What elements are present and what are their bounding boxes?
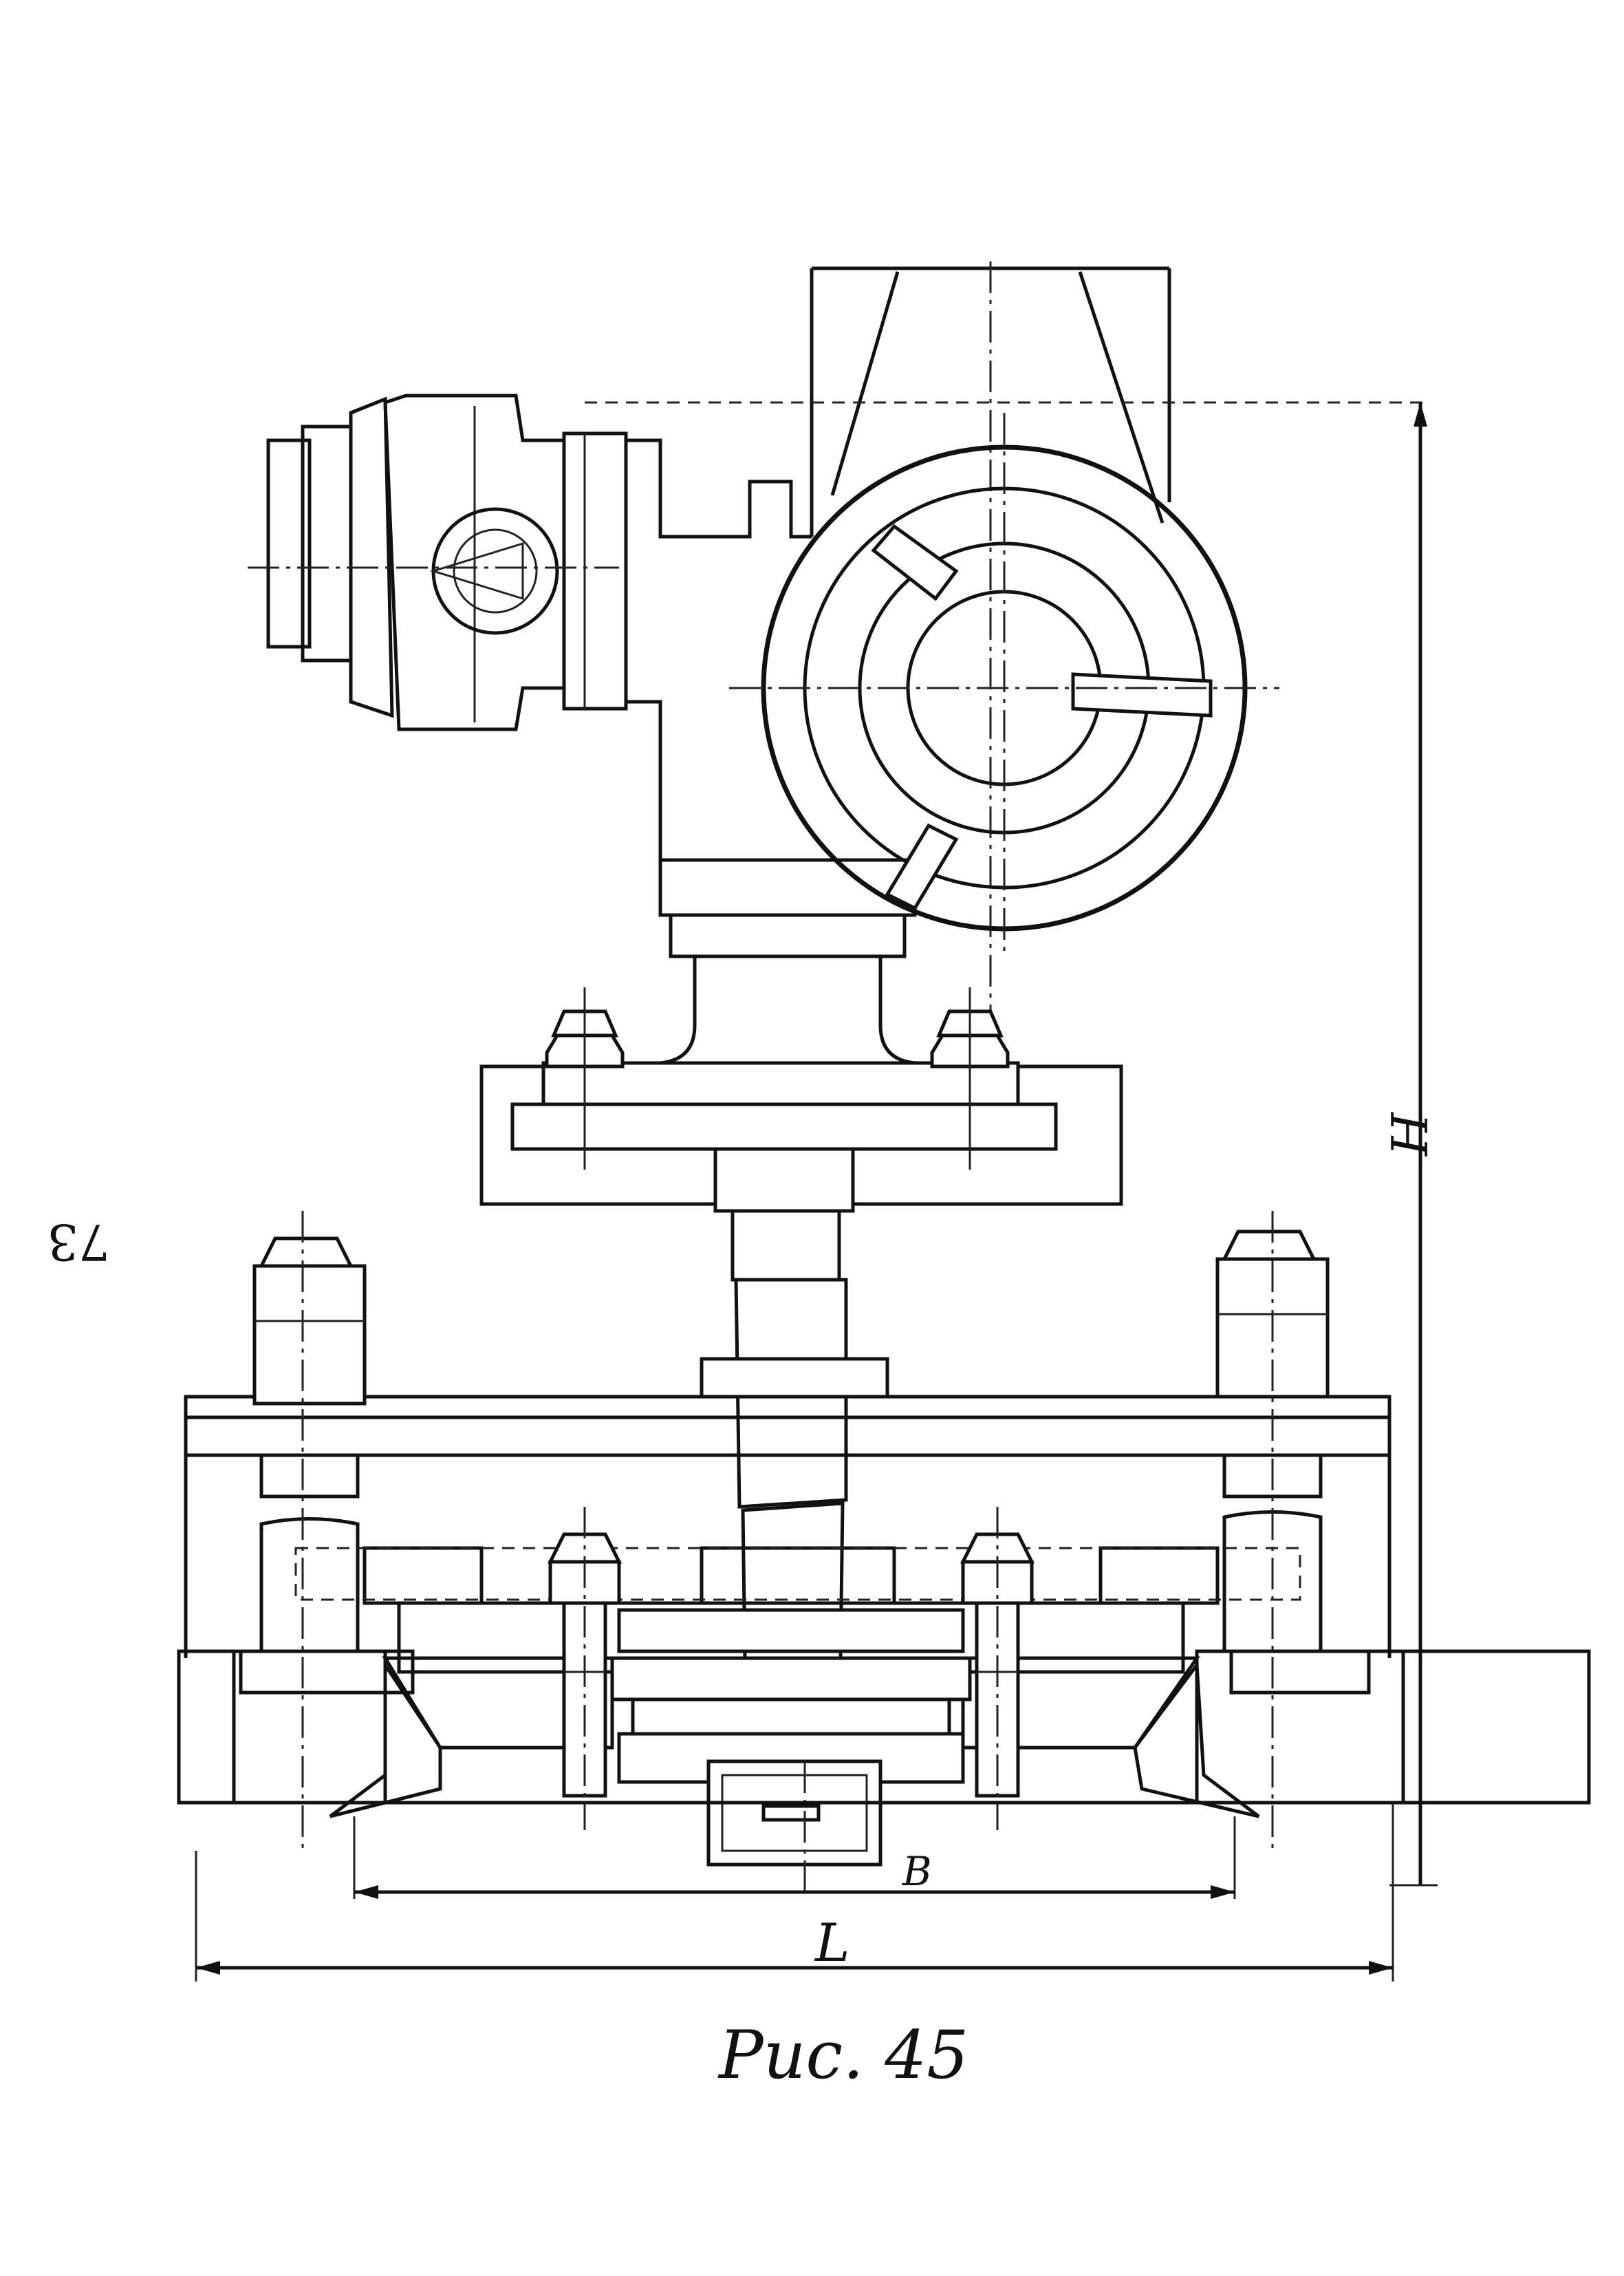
frame-bolt-right — [1215, 1211, 1330, 1851]
valve-body — [382, 1656, 1200, 1892]
page-number: 73 — [47, 1213, 110, 1271]
support-frame — [184, 1357, 1392, 1658]
drive-column — [810, 261, 1171, 1011]
body-bolt-right — [960, 1507, 1035, 1830]
figure-caption: Рис. 45 — [717, 2017, 968, 2094]
upper-anchor-bolt-left — [545, 987, 625, 1170]
frame-bolt-left — [252, 1211, 367, 1851]
dimension-b: B — [353, 1816, 1236, 1899]
motor-housing — [248, 394, 917, 1065]
handwheel[interactable] — [729, 413, 1279, 956]
dimension-h: H — [585, 401, 1439, 1887]
upper-floor-slab — [479, 1061, 1123, 1213]
dimension-b-label: B — [902, 1848, 932, 1895]
upper-anchor-bolt-right — [930, 987, 1010, 1170]
lower-floor-slab — [177, 1649, 1591, 1818]
valve-flange — [294, 1546, 1301, 1674]
dimension-h-label: H — [1381, 1112, 1439, 1157]
dimension-l-label: L — [814, 1912, 849, 1973]
dimension-l: L — [195, 1803, 1394, 1982]
body-bolt-left — [547, 1507, 622, 1830]
